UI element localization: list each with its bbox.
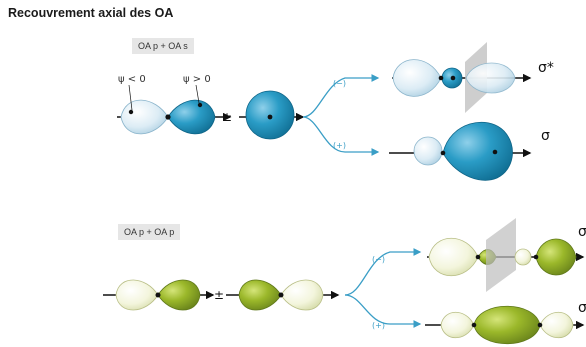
p-orbital-blue <box>117 84 232 135</box>
sigma-label-2: σ <box>578 300 586 316</box>
nodal-plane-2 <box>486 218 516 292</box>
tag-p-plus-s: OA p + OA s <box>132 38 194 54</box>
p-lobe-negative <box>120 99 169 135</box>
plus-minus-1: ± <box>222 110 232 124</box>
branch-plus-2: (+) <box>372 321 385 330</box>
plus-minus-2: ± <box>214 288 224 302</box>
p-lobe-positive <box>167 99 216 135</box>
branch-minus-1: (−) <box>333 79 346 88</box>
branch-minus-2: (−) <box>372 255 385 264</box>
s-orbital-blue <box>239 90 305 140</box>
branch-2 <box>344 248 422 328</box>
psi-positive-label: ψ > 0 <box>183 74 211 85</box>
sigma-star-label-1: σ* <box>538 60 554 76</box>
tag-p-plus-p: OA p + OA p <box>118 224 181 240</box>
sigma-star-pp <box>427 218 585 292</box>
sigma-star-label-2: σ <box>578 224 586 240</box>
page-title: Recouvrement axial des OA <box>8 6 174 20</box>
psi-negative-label: ψ < 0 <box>118 74 146 85</box>
branch-1 <box>302 74 380 156</box>
branch-plus-1: (+) <box>333 141 346 150</box>
sigma-pp <box>425 306 585 344</box>
sigma-star-ps <box>392 42 532 113</box>
sigma-label-1: σ <box>541 128 550 144</box>
p-orbital-green-right <box>226 279 340 311</box>
p-orbital-green-left <box>103 279 215 311</box>
sigma-ps <box>389 121 532 181</box>
